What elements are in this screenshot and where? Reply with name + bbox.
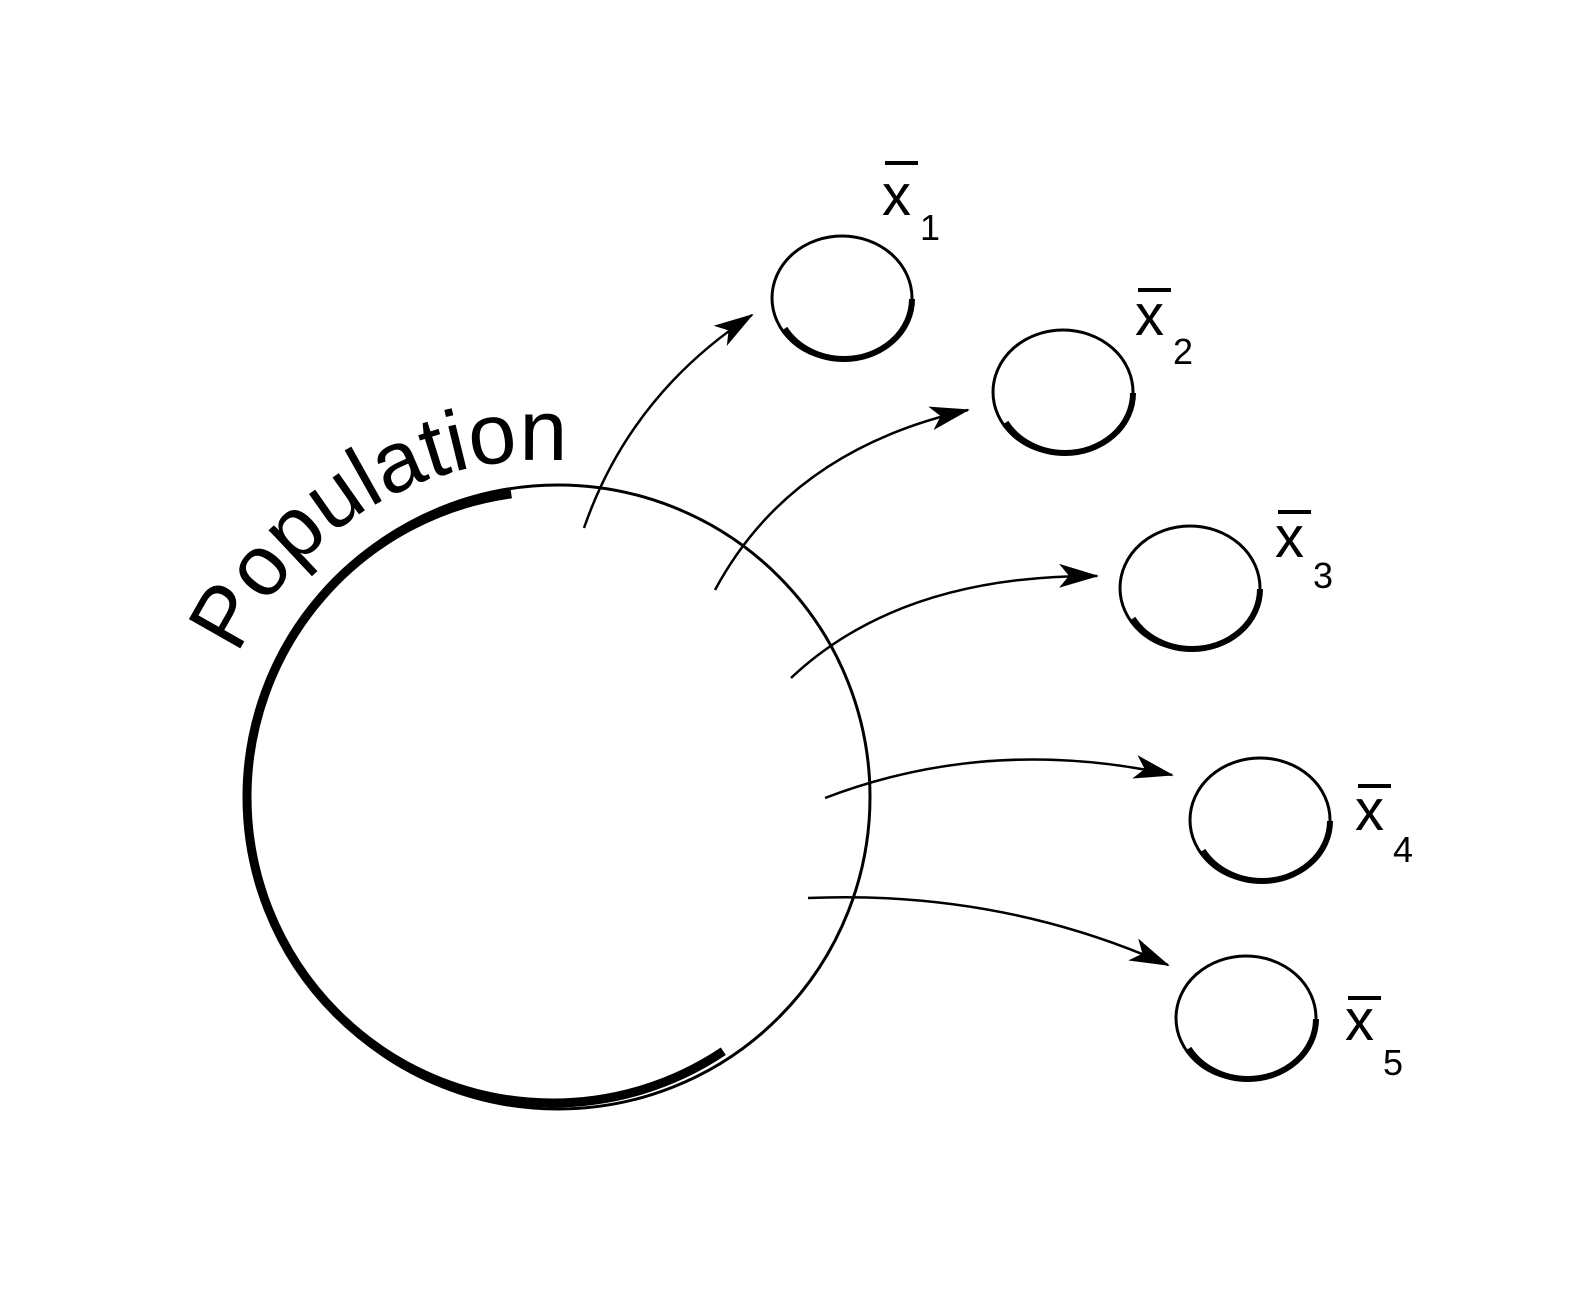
sample-subscript: 3 xyxy=(1313,555,1333,596)
sample-ellipse-shadow xyxy=(773,236,915,362)
sample-ellipse-2 xyxy=(991,328,1136,456)
sample-ellipses xyxy=(770,234,1333,1082)
sample-mean-label-3: x3 xyxy=(1275,505,1333,596)
sample-mean-label-4: x4 xyxy=(1355,778,1413,870)
sample-ellipse-4 xyxy=(1188,756,1333,884)
sampling-arrow-1 xyxy=(582,313,754,529)
sample-ellipse-1 xyxy=(770,234,915,362)
sample-symbol: x xyxy=(1135,283,1164,348)
sample-symbol: x xyxy=(1355,778,1384,843)
sample-ellipse-shadow xyxy=(1121,526,1263,652)
sampling-arrow-2 xyxy=(713,406,970,591)
sample-ellipse-shadow xyxy=(1191,758,1333,884)
sample-ellipse-shadow xyxy=(994,330,1136,456)
sampling-arrow-3 xyxy=(790,563,1099,679)
population-label-text: Population xyxy=(170,383,568,664)
sample-symbol: x xyxy=(1345,988,1374,1053)
sample-symbol: x xyxy=(1275,505,1304,570)
sample-ellipse-3 xyxy=(1118,524,1263,652)
sample-mean-label-2: x2 xyxy=(1135,283,1193,372)
sample-subscript: 4 xyxy=(1393,829,1413,870)
sample-ellipse-5 xyxy=(1174,954,1319,1082)
sample-subscript: 1 xyxy=(920,207,940,248)
population-label: Population xyxy=(170,383,568,664)
sample-symbol: x xyxy=(882,163,911,228)
sample-subscript: 2 xyxy=(1173,331,1193,372)
sample-subscript: 5 xyxy=(1383,1042,1403,1083)
sample-ellipse-shadow xyxy=(1177,956,1319,1082)
population-circle xyxy=(242,483,872,1111)
sample-mean-label-5: x5 xyxy=(1345,988,1403,1083)
sampling-arrow-4 xyxy=(824,755,1174,800)
sampling-arrow-5 xyxy=(807,895,1170,967)
sampling-arrows xyxy=(582,313,1174,967)
